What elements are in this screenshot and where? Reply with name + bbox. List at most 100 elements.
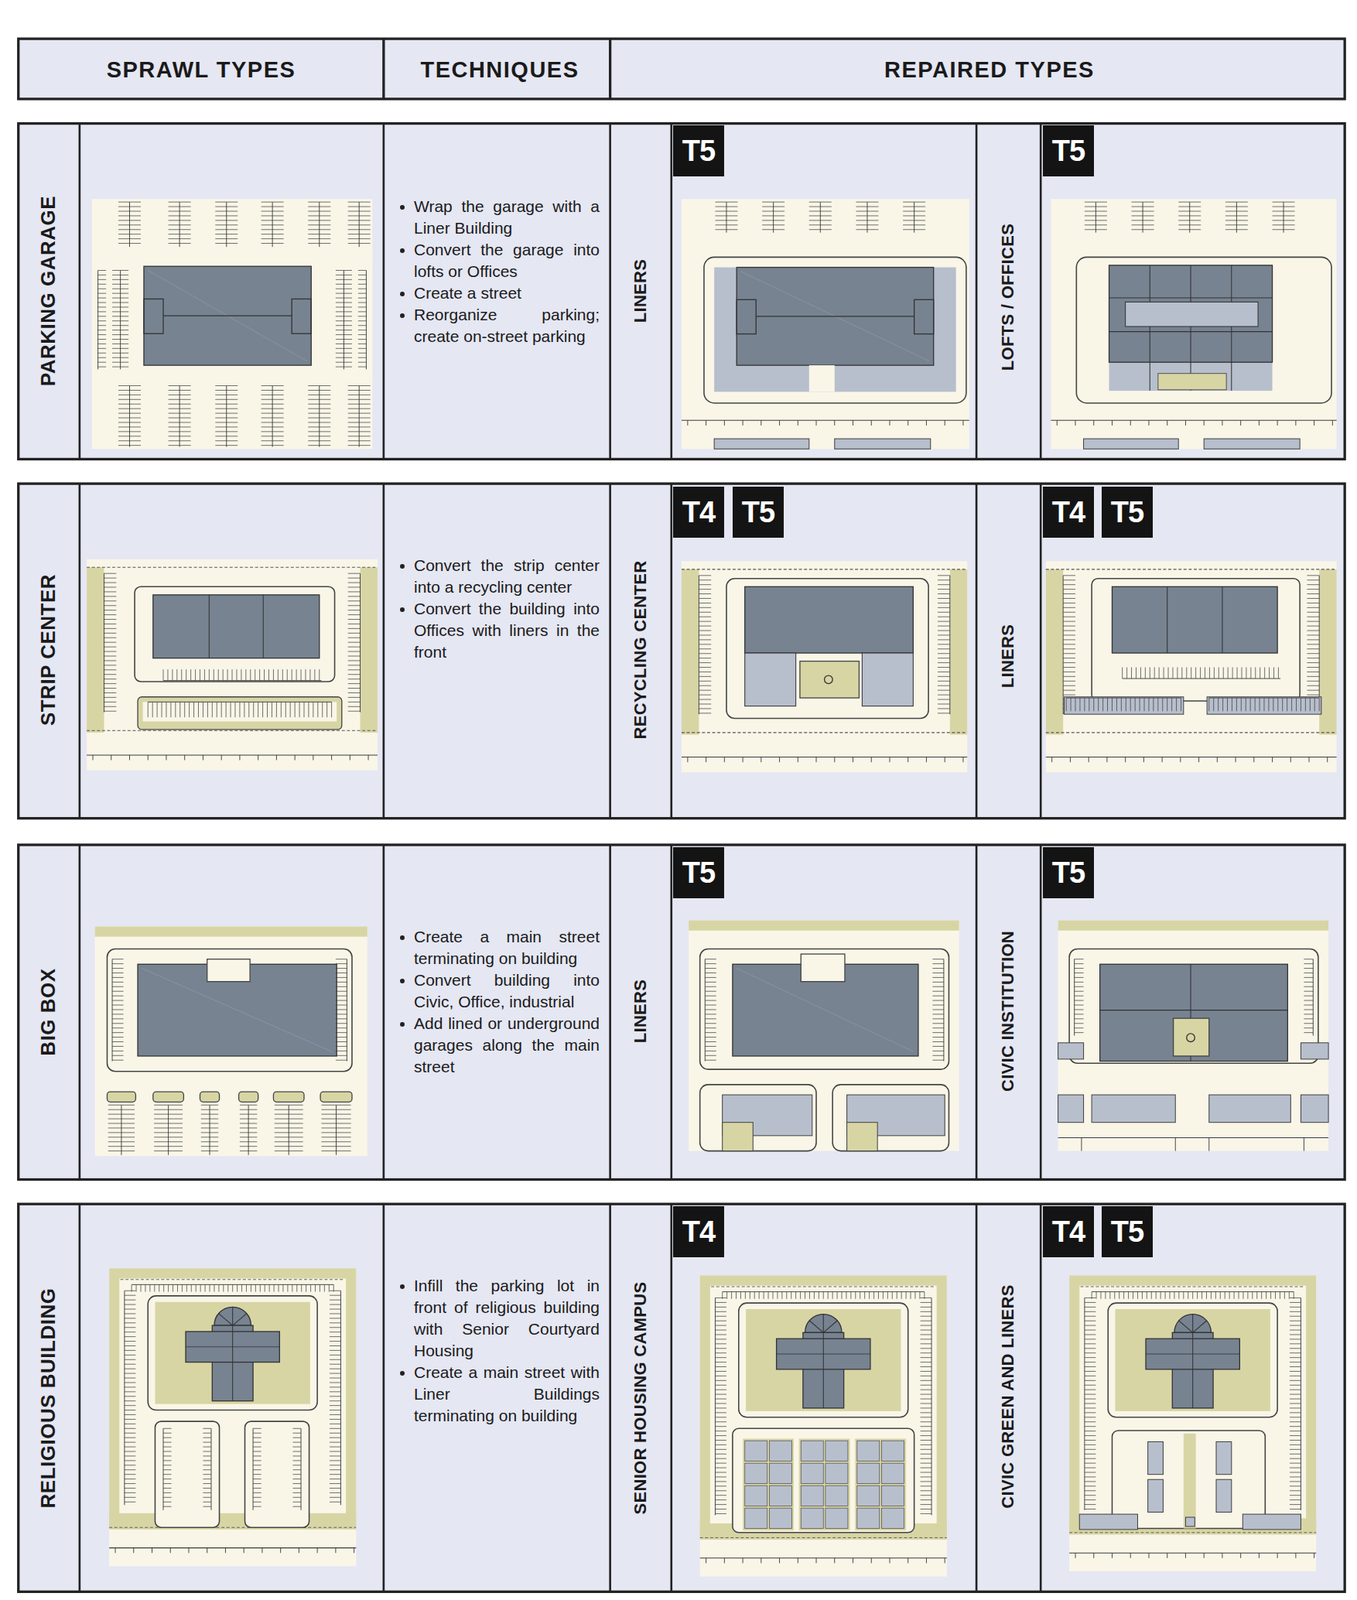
illustration-shape — [261, 440, 284, 441]
illustration-shape — [98, 274, 107, 276]
illustration-shape — [809, 210, 832, 212]
illustration-shape — [825, 1485, 848, 1506]
illustration-shape — [167, 669, 168, 681]
illustration-shape — [1182, 1292, 1184, 1299]
technique-item: Infill the parking lot in front of relig… — [399, 1274, 600, 1362]
illustration-shape — [1220, 1292, 1221, 1299]
illustration-shape — [348, 413, 371, 414]
transect-badge: T4 — [673, 1206, 725, 1258]
illustration-shape — [1074, 1027, 1084, 1029]
illustration-shape — [1289, 1508, 1302, 1510]
illustration-shape — [305, 1284, 307, 1292]
illustration-shape — [1277, 697, 1279, 711]
illustration-shape — [855, 215, 879, 216]
illustration-shape — [202, 1497, 212, 1498]
illustration-shape — [168, 440, 192, 441]
illustration-shape — [749, 1292, 751, 1299]
illustration-shape — [168, 233, 192, 235]
illustration-shape — [213, 669, 215, 681]
illustration-shape — [1187, 1292, 1189, 1299]
illustration-shape — [165, 701, 167, 718]
illustration-shape — [112, 967, 124, 969]
illustration-shape — [920, 1403, 933, 1405]
illustration-shape — [124, 1455, 137, 1457]
illustration-shape — [920, 1329, 933, 1331]
illustration-shape — [300, 669, 302, 681]
illustration-shape — [124, 1442, 137, 1443]
illustration-shape — [776, 1292, 778, 1299]
illustration-shape — [857, 1507, 880, 1528]
illustration-shape — [873, 1292, 875, 1299]
illustration-shape — [252, 1492, 262, 1494]
illustration-shape — [239, 1109, 257, 1111]
illustration-shape — [1271, 757, 1273, 763]
illustration-shape — [920, 1485, 933, 1487]
illustration-shape — [108, 1150, 135, 1152]
illustration-shape — [153, 1118, 183, 1120]
illustration-shape — [1074, 1022, 1084, 1024]
illustration-shape — [1289, 1398, 1302, 1400]
illustration-shape — [124, 1459, 137, 1461]
illustration-shape — [202, 1442, 212, 1443]
illustration-shape — [1093, 420, 1094, 426]
illustration-shape — [1229, 1292, 1231, 1299]
illustration-shape — [704, 1032, 717, 1033]
illustration-shape — [252, 1473, 262, 1475]
illustration-shape — [1084, 1467, 1097, 1469]
illustration-shape — [1210, 1292, 1212, 1299]
illustration-shape — [239, 1104, 257, 1106]
illustration-shape — [1306, 643, 1320, 645]
illustration-shape — [714, 1347, 727, 1349]
illustration-shape — [358, 306, 367, 308]
illustration-shape — [1148, 1441, 1164, 1474]
illustration-shape — [252, 1501, 262, 1503]
illustration-shape — [1058, 1042, 1084, 1060]
illustration-shape — [1259, 697, 1261, 711]
illustration-shape — [1309, 697, 1311, 711]
illustration-shape — [177, 1284, 178, 1292]
illustration-shape — [1074, 986, 1084, 988]
illustration-shape — [335, 967, 348, 969]
illustration-shape — [335, 991, 348, 992]
illustration-shape — [1306, 685, 1320, 687]
illustration-shape — [348, 229, 371, 230]
illustration-shape — [104, 632, 117, 634]
illustration-shape — [307, 435, 331, 437]
illustration-shape — [920, 1384, 933, 1386]
illustration-shape — [762, 219, 785, 221]
illustration-shape — [321, 1127, 351, 1128]
illustration-shape — [201, 1122, 219, 1124]
illustration-shape — [307, 440, 331, 441]
illustration-shape — [1084, 1453, 1097, 1455]
illustration-shape — [343, 270, 345, 370]
illustration-shape — [314, 669, 315, 681]
illustration-shape — [1165, 1292, 1166, 1299]
illustration-shape — [147, 701, 149, 718]
illustration-shape — [98, 348, 107, 349]
illustration-shape — [1319, 575, 1320, 715]
illustration-shape — [1080, 1286, 1306, 1288]
illustration-shape — [1178, 1320, 1193, 1334]
illustration-shape — [118, 426, 141, 428]
illustration-shape — [932, 991, 944, 992]
illustration-shape — [920, 1389, 933, 1391]
illustration-shape — [108, 1122, 135, 1124]
illustration-shape — [335, 338, 353, 340]
illustration-shape — [1084, 1472, 1097, 1474]
illustration-shape — [358, 283, 367, 285]
illustration-shape — [1074, 1004, 1084, 1006]
illustration-shape — [248, 1104, 250, 1156]
illustration-shape — [1272, 219, 1296, 221]
illustration-shape — [329, 1400, 342, 1402]
illustration-shape — [143, 298, 164, 334]
illustration-shape — [1063, 616, 1076, 618]
illustration-shape — [1268, 666, 1270, 679]
illustration-shape — [245, 669, 247, 681]
illustration-shape — [163, 1432, 172, 1434]
illustration-shape — [104, 591, 117, 592]
illustration-shape — [321, 1136, 351, 1138]
illustration-shape — [1278, 666, 1279, 679]
illustration-shape — [348, 421, 371, 423]
illustration-shape — [1253, 757, 1255, 763]
illustration-shape — [382, 123, 386, 460]
